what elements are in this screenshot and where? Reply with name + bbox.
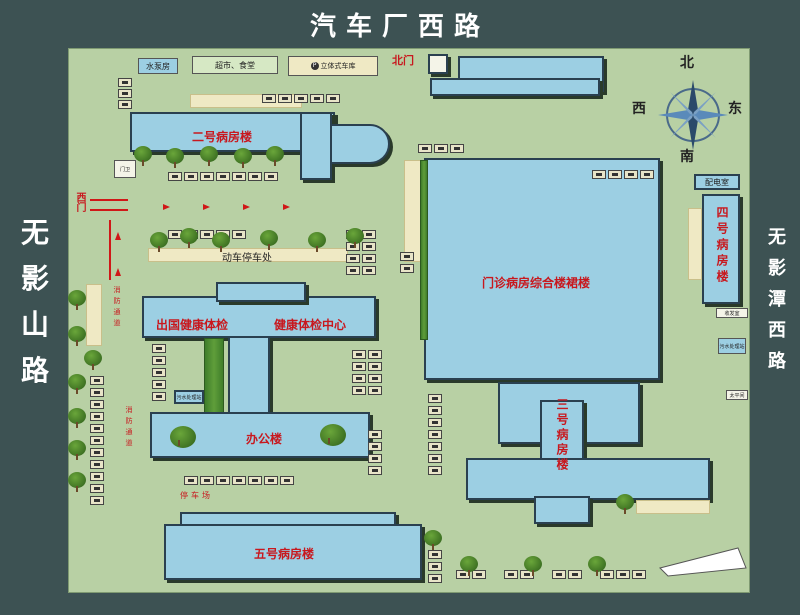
car-row-h [400,252,416,276]
compass-rose [658,80,728,150]
car-row-i [152,344,182,408]
car-row-e [592,170,662,182]
checkup-top [216,282,306,302]
parking-garage-label: 立体式车库 [320,62,356,70]
ward2-wing [300,112,332,180]
checkup-center-label: 健康体检中心 [274,318,347,332]
ward5-label-top: 停车场 [180,491,213,500]
west-gate-house-label: 门卫 [119,166,130,173]
compass-south: 南 [680,149,694,165]
ward3-label: 三号病房楼 [555,398,569,473]
ward4-label: 四号病房楼 [715,206,729,286]
car-row-m [184,476,304,488]
pump-room: 水泵房 [138,58,178,74]
parking-area-west [86,284,102,346]
car-row-c [168,172,280,184]
car-row-a [118,78,136,109]
road-west-label: 无 影 山 路 [20,216,49,387]
gate-west: 西门 [74,192,85,212]
ward3-annex [534,496,590,524]
ward3-base [466,458,710,500]
outpatient-building [424,158,660,380]
compass-north: 北 [680,55,694,71]
ward2-round [330,124,390,164]
north-gate-house [428,54,448,74]
motor-parking-label: 动车停车处 [222,253,272,264]
entrance-arrows [90,199,290,280]
trees-ward2 [130,146,300,168]
parking-area-south [636,500,710,514]
gate-north: 北门 [392,54,414,67]
supermarket: 超市、食堂 [192,56,278,74]
east-small-building-1: 收发室 [716,308,748,318]
parking-garage: P 立体式车库 [288,56,378,76]
car-row-o [428,550,444,586]
car-row-l [428,394,444,484]
outpatient-label: 门诊病房综合楼裙楼 [482,276,591,290]
west-gate-house: 门卫 [114,160,136,178]
power-room: 配电室 [694,174,740,190]
car-row-d [418,144,464,156]
central-corridor [228,336,270,418]
trees-west [66,290,106,510]
sewage-label: 污水处理站 [176,394,202,401]
road-north-label: 汽车厂西路 [309,11,490,42]
ward2-label: 二号病房楼 [192,130,253,144]
checkup-intl-label: 出国健康体检 [156,318,229,332]
central-hedge [204,338,224,418]
compass-west: 西 [632,101,646,117]
power-room-label: 配电室 [705,177,729,187]
parking-area-ward4 [688,208,702,280]
south-east-white-building [659,547,747,577]
car-row-k [90,376,106,512]
fire-lane-label-1: 消防通道 [113,286,121,330]
fire-lane-label-2: 消防通道 [125,406,133,450]
ward3-stem [540,400,584,462]
compass-east: 东 [728,101,742,117]
supermarket-label: 超市、食堂 [215,60,255,70]
trees-mid [140,228,370,258]
ward5-label: 五号病房楼 [254,547,315,561]
east-small-label-2: 污水处理站 [719,343,745,350]
north-east-link [430,78,600,96]
sewage-building: 污水处理站 [174,390,204,404]
car-row-n [456,570,656,582]
trees-south [420,494,650,576]
east-small-building-2: 污水处理站 [718,338,746,354]
pump-room-label: 水泵房 [146,61,170,71]
ward4-building [702,194,740,304]
east-small-label-3: 太平间 [729,392,745,399]
trees-office [160,424,370,464]
car-row-j [352,350,384,480]
office-label: 办公楼 [246,432,283,446]
east-small-building-3: 太平间 [726,390,748,400]
road-east-label: 无 影 潭 西 路 [768,227,786,372]
outpatient-hedge [420,160,428,340]
ward5-building [164,524,422,580]
parking-garage-icon: P [310,62,319,70]
east-small-label-1: 收发室 [724,310,740,317]
car-row-b [262,94,342,106]
